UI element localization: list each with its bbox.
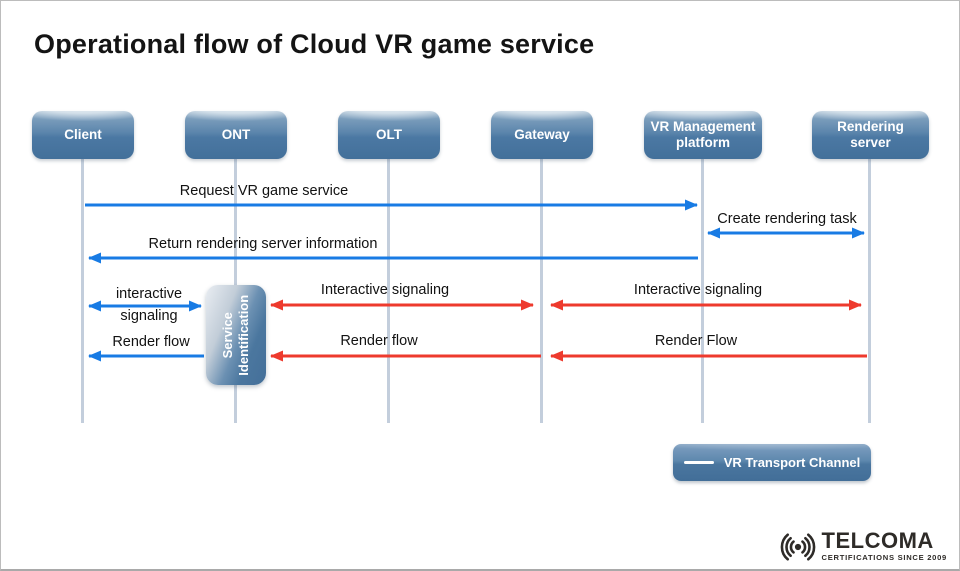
entity-box-rendering-server: Rendering server — [812, 111, 929, 159]
message-label-interactive: interactive — [115, 286, 183, 302]
lifeline-rendering-server — [868, 159, 871, 423]
legend-label: VR Transport Channel — [723, 455, 861, 470]
entity-box-vr-management-platform: VR Management platform — [644, 111, 762, 159]
message-label-render-flow-middle: Render flow — [340, 333, 418, 349]
message-label-render-flow-left: Render flow — [112, 334, 190, 350]
message-label-create-rendering-task: Create rendering task — [717, 211, 857, 227]
entity-box-gateway: Gateway — [491, 111, 593, 159]
page-title: Operational flow of Cloud VR game servic… — [34, 29, 595, 59]
lifeline-olt — [387, 159, 390, 423]
entity-box-client: Client — [32, 111, 134, 159]
entity-label: ONT — [221, 126, 251, 142]
service-identification-box: Service Identification — [206, 285, 266, 385]
entity-label: Rendering server — [837, 118, 904, 150]
message-label-request-vr-game-service: Request VR game service — [179, 183, 349, 199]
message-label-interactive-signaling-2: Interactive signaling — [633, 282, 763, 298]
telcoma-logo: TELCOMA CERTIFICATIONS SINCE 2009 — [777, 528, 947, 564]
entity-label: Gateway — [514, 126, 570, 142]
service-identification-label: Service Identification — [219, 294, 252, 376]
entity-label: Client — [64, 126, 102, 142]
logo-brand: TELCOMA — [821, 528, 934, 553]
entity-box-olt: OLT — [338, 111, 440, 159]
logo-text: TELCOMA CERTIFICATIONS SINCE 2009 — [821, 528, 947, 563]
message-label-render-flow-right: Render Flow — [654, 333, 738, 349]
legend-vr-transport-channel: VR Transport Channel — [673, 444, 871, 481]
message-label-return-rendering-server-information: Return rendering server information — [148, 236, 378, 252]
entity-label: VR Management platform — [650, 118, 756, 150]
radio-waves-icon — [780, 533, 815, 561]
logo-tagline: CERTIFICATIONS SINCE 2009 — [821, 553, 947, 562]
transport-channel-line-icon — [683, 461, 714, 464]
entity-box-ont: ONT — [185, 111, 287, 159]
message-label-signaling: signaling — [120, 308, 178, 324]
message-label-interactive-signaling-1: Interactive signaling — [320, 282, 450, 298]
lifeline-gateway — [540, 159, 543, 423]
lifeline-vr-management-platform — [701, 159, 704, 423]
entity-label: OLT — [376, 126, 402, 142]
lifeline-client — [81, 159, 84, 423]
